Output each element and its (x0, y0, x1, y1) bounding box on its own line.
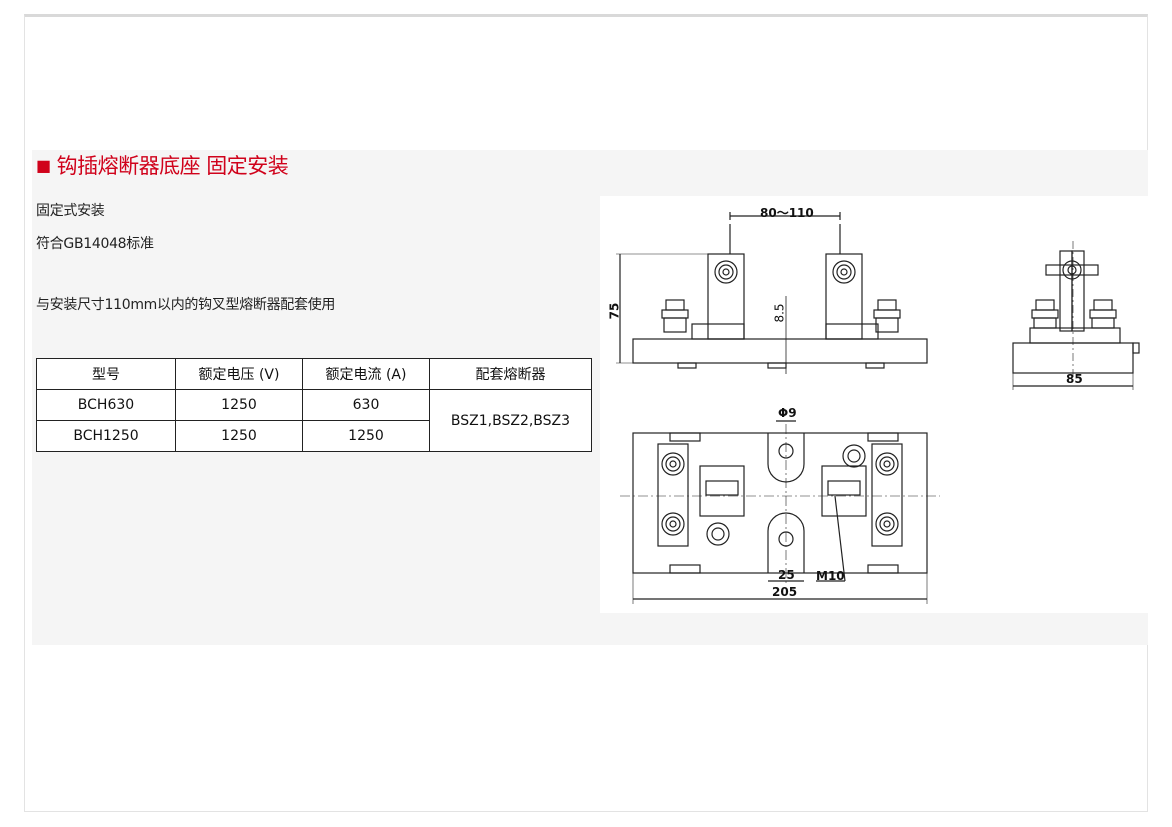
cell-voltage: 1250 (175, 420, 303, 452)
cell-current: 1250 (302, 420, 430, 452)
dim-thread: M10 (816, 569, 845, 583)
header-current: 额定电流 (A) (302, 358, 430, 390)
dim-terminal-span: 80～110 (760, 206, 814, 220)
dim-total-length: 205 (772, 585, 798, 599)
dim-hole: Φ9 (778, 406, 797, 420)
table-header-row: 型号 额定电压 (V) 额定电流 (A) 配套熔断器 (36, 358, 592, 390)
header-fuse: 配套熔断器 (429, 358, 592, 390)
dimension-drawing-svg (616, 212, 1140, 604)
dim-height: 75 (607, 302, 622, 320)
cell-model: BCH1250 (36, 420, 176, 452)
description-usage: 与安装尺寸110mm以内的钩叉型熔断器配套使用 (36, 297, 336, 313)
cell-voltage: 1250 (175, 389, 303, 421)
description-mounting: 固定式安装 (36, 203, 105, 219)
dim-plate: 8.5 (772, 303, 787, 323)
cell-model: BCH630 (36, 389, 176, 421)
front-left-terminal (707, 253, 745, 340)
header-voltage: 额定电压 (V) (175, 358, 303, 390)
top-right-strip (871, 443, 903, 547)
front-right-terminal (825, 253, 863, 340)
spec-table: 型号 额定电压 (V) 额定电流 (A) 配套熔断器 BCH630 1250 6… (36, 358, 592, 452)
cell-fuses: BSZ1,BSZ2,BSZ3 (429, 389, 592, 452)
bullet-square-icon: ■ (36, 156, 51, 175)
section-title-text: 钩插熔断器底座 固定安装 (56, 154, 289, 178)
dim-side-width: 85 (1066, 372, 1083, 386)
cell-current: 630 (302, 389, 430, 421)
dim-slot: 25 (778, 568, 795, 582)
technical-drawing: 80～110 75 8.5 85 Φ9 25 M10 205 (600, 196, 1148, 613)
top-base-plate (632, 432, 928, 574)
section-title: ■ 钩插熔断器底座 固定安装 (36, 152, 289, 180)
table-row: BCH630 1250 630 BSZ1,BSZ2,BSZ3 (36, 389, 592, 452)
top-left-strip (657, 443, 689, 547)
header-model: 型号 (36, 358, 176, 390)
description-standard: 符合GB14048标准 (36, 236, 154, 252)
table-row: BCH1250 1250 1250 (36, 420, 592, 452)
front-base-plate (632, 338, 928, 364)
